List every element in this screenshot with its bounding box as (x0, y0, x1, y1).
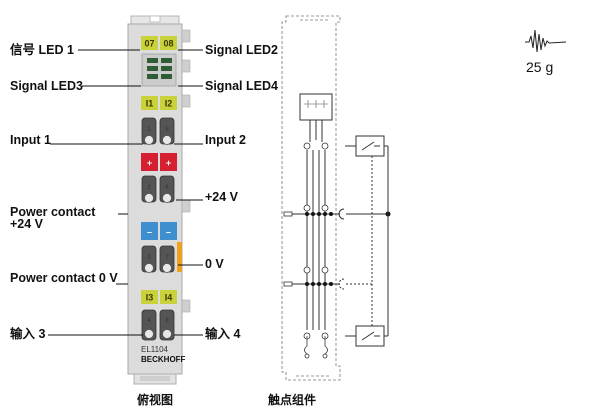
label-input2: Input 2 (205, 133, 246, 147)
led-i1 (141, 96, 158, 110)
sensor-switch-top (345, 135, 389, 336)
plus-sign-left: + (147, 158, 152, 168)
label-input3: 输入 3 (10, 326, 45, 341)
led-08 (160, 36, 177, 50)
minus-sign-left: – (147, 227, 152, 237)
led-i3 (141, 290, 158, 304)
power-rail-0v (283, 278, 372, 290)
label-power-contact-0v: Power contact 0 V (10, 271, 118, 285)
ventilation-block (141, 53, 177, 87)
terminal-label-5: 5 (165, 127, 169, 133)
terminal-label-8: 8 (165, 318, 169, 324)
caption-top-view: 俯视图 (137, 392, 173, 407)
label-signal-led2: Signal LED2 (205, 43, 278, 57)
vertical-conductors (306, 136, 326, 330)
terminal-label-3: 3 (147, 255, 151, 261)
minus-block-right (160, 222, 177, 240)
sensor-switch-bottom (345, 284, 388, 347)
contact-circles (303, 142, 329, 340)
module-bottom-latch (140, 376, 170, 381)
minus-sign-right: – (166, 227, 171, 237)
led-07 (141, 36, 158, 50)
led-row-i1-i2: I1 I2 (141, 96, 177, 110)
terminal-label-6: 6 (165, 185, 169, 191)
terminal-module: 07 08 I1 I2 1 5 (127, 15, 191, 385)
led-i1-label: I1 (146, 99, 154, 109)
contact-outline (281, 15, 341, 381)
module-side-ribs (181, 29, 191, 313)
led-row-i3-i4: I3 I4 (141, 290, 177, 304)
label-power-contact-24v-line2: +24 V (10, 217, 44, 231)
terminal-label-1: 1 (147, 127, 151, 133)
label-input4: 输入 4 (205, 326, 240, 341)
weight-indicator: 25 g (525, 29, 567, 75)
led-i4 (160, 290, 177, 304)
plus-blocks: + + (141, 153, 177, 171)
contact-diagram (281, 15, 391, 381)
power-rail-24v (283, 208, 391, 220)
led-row-07-08: 07 08 (141, 36, 177, 50)
terminal-pair-input1-2: 1 5 (141, 117, 175, 145)
plus-sign-right: + (166, 158, 171, 168)
terminal-pair-plus24: 2 6 (141, 175, 175, 203)
leader-lines (48, 49, 203, 336)
led-08-label: 08 (163, 39, 173, 49)
led-i2-label: I2 (165, 99, 173, 109)
callout-labels: 信号 LED 1 Signal LED2 Signal LED3 Signal … (10, 42, 278, 341)
weight-wave-icon (525, 29, 567, 53)
led-i3-label: I3 (146, 293, 154, 303)
plus-block-right (160, 153, 177, 171)
module-top-slot (149, 15, 161, 23)
terminal-pair-0v: 3 7 (141, 245, 175, 273)
label-input1: Input 1 (10, 133, 51, 147)
terminal-label-2: 2 (147, 185, 151, 191)
label-power-contact-24v-line1: Power contact (10, 205, 96, 219)
label-0v: 0 V (205, 257, 224, 271)
led-07-label: 07 (144, 39, 154, 49)
module-brand: BECKHOFF (141, 355, 186, 364)
led-i2 (160, 96, 177, 110)
label-signal-led4: Signal LED4 (205, 79, 278, 93)
minus-block-left (141, 222, 158, 240)
label-plus24v: +24 V (205, 190, 239, 204)
terminal-pair-input3-4: 4 8 (141, 309, 175, 341)
weight-value: 25 g (526, 59, 553, 75)
label-signal-led3: Signal LED3 (10, 79, 83, 93)
caption-contacts: 触点组件 (268, 392, 316, 407)
orange-accent (177, 242, 182, 272)
plus-block-left (141, 153, 158, 171)
label-signal-led1: 信号 LED 1 (10, 42, 74, 57)
terminal-label-7: 7 (165, 255, 169, 261)
minus-blocks: – – (141, 222, 182, 272)
terminal-label-4: 4 (147, 318, 151, 324)
led-i4-label: I4 (165, 293, 173, 303)
module-model: EL1104 (141, 345, 169, 354)
